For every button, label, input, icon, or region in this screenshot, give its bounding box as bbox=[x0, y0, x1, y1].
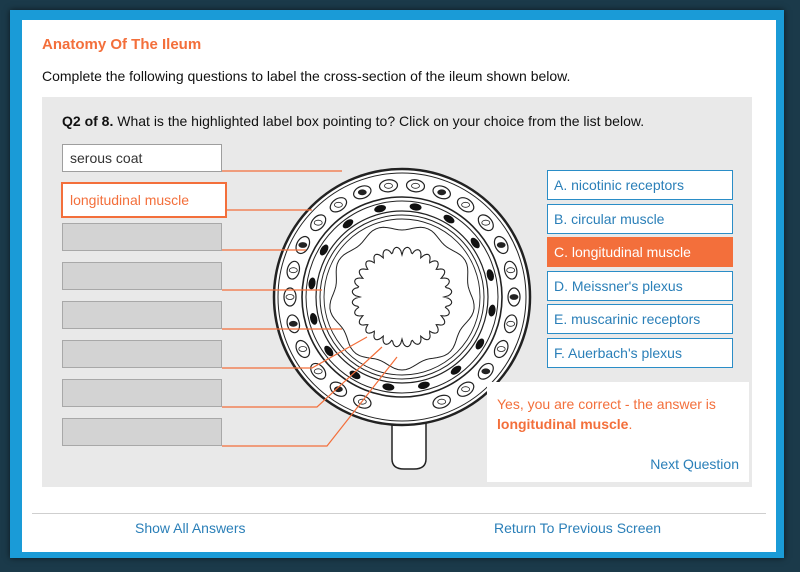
vessel-lumen bbox=[437, 398, 447, 405]
vessel-lumen bbox=[357, 189, 367, 196]
show-all-answers-link[interactable]: Show All Answers bbox=[135, 520, 246, 536]
plexus-dot bbox=[409, 203, 422, 211]
label-box-3[interactable] bbox=[62, 223, 222, 251]
feedback-suffix: . bbox=[628, 416, 633, 432]
plexus-dot bbox=[418, 381, 430, 389]
vessel-lumen bbox=[313, 219, 323, 226]
choice-e[interactable]: E. muscarinic receptors bbox=[547, 304, 733, 334]
label-box-6[interactable] bbox=[62, 340, 222, 368]
plexus-dot bbox=[349, 370, 361, 380]
question-text: Q2 of 8. What is the highlighted label b… bbox=[62, 113, 644, 129]
plexus-dot bbox=[470, 237, 480, 249]
label-box-7[interactable] bbox=[62, 379, 222, 407]
plexus-dot bbox=[488, 304, 496, 317]
question-prompt: What is the highlighted label box pointi… bbox=[117, 113, 645, 129]
plexus-dot bbox=[324, 345, 334, 357]
plexus-dot bbox=[382, 383, 395, 391]
vessel-lumen bbox=[481, 219, 491, 226]
vessel-lumen bbox=[384, 182, 393, 189]
choice-b[interactable]: B. circular muscle bbox=[547, 204, 733, 234]
plexus-dot bbox=[450, 365, 462, 375]
label-box-8[interactable] bbox=[62, 418, 222, 446]
label-box-1[interactable]: serous coat bbox=[62, 144, 222, 172]
circular-muscle-ring bbox=[315, 210, 489, 384]
circular-muscle-inner bbox=[319, 214, 485, 380]
choice-c[interactable]: C. longitudinal muscle bbox=[547, 237, 733, 267]
serous-inner-line bbox=[277, 172, 527, 422]
instructions-text: Complete the following questions to labe… bbox=[42, 68, 571, 84]
feedback-answer: longitudinal muscle bbox=[497, 416, 629, 432]
choice-f[interactable]: F. Auerbach's plexus bbox=[547, 338, 733, 368]
plexus-dot bbox=[342, 219, 354, 229]
footer-divider bbox=[32, 513, 766, 514]
pointer-line-6 bbox=[222, 336, 368, 369]
vessel-lumen bbox=[298, 346, 308, 352]
page-title: Anatomy Of The Ileum bbox=[42, 36, 202, 53]
pointer-line-8 bbox=[222, 356, 398, 447]
choice-d[interactable]: D. Meissner's plexus bbox=[547, 271, 733, 301]
plexus-dot bbox=[475, 338, 485, 350]
vessel-lumen bbox=[481, 368, 491, 375]
vessel-lumen bbox=[333, 201, 343, 208]
vessel-lumen bbox=[437, 189, 447, 196]
vessel-lumen bbox=[496, 242, 506, 248]
villi-outline bbox=[351, 246, 453, 348]
submucosa-ring bbox=[323, 218, 481, 376]
plexus-dot bbox=[319, 244, 329, 256]
feedback-box: Yes, you are correct - the answer is lon… bbox=[487, 382, 749, 482]
vessel-lumen bbox=[411, 182, 420, 189]
next-question-link[interactable]: Next Question bbox=[650, 456, 739, 472]
longitudinal-muscle-inner bbox=[305, 200, 499, 394]
plexus-dot bbox=[374, 205, 386, 213]
vessel-lumen bbox=[461, 386, 471, 393]
vessel-lumen bbox=[506, 267, 516, 274]
plexus-dot bbox=[486, 269, 494, 281]
return-previous-screen-link[interactable]: Return To Previous Screen bbox=[494, 520, 662, 536]
question-number: Q2 of 8. bbox=[62, 113, 114, 129]
pointer-lines bbox=[222, 170, 398, 447]
label-box-5[interactable] bbox=[62, 301, 222, 329]
vessel-lumen bbox=[288, 320, 298, 327]
blood-vessels bbox=[283, 179, 521, 409]
quiz-area: Q2 of 8. What is the highlighted label b… bbox=[42, 97, 752, 487]
feedback-message: Yes, you are correct - the answer is bbox=[497, 396, 716, 412]
label-box-2[interactable]: longitudinal muscle bbox=[61, 182, 227, 218]
vessel-lumen bbox=[496, 346, 506, 352]
vessel-lumen bbox=[298, 242, 308, 248]
choice-a[interactable]: A. nicotinic receptors bbox=[547, 170, 733, 200]
vessel-lumen bbox=[506, 320, 516, 327]
vessel-lumen bbox=[313, 368, 323, 375]
auerbach-plexus-dots bbox=[308, 203, 496, 391]
longitudinal-muscle-ring bbox=[301, 196, 503, 398]
ileum-cross-section-diagram bbox=[222, 167, 532, 470]
plexus-dot bbox=[308, 277, 316, 290]
plexus-dot bbox=[310, 313, 318, 325]
vessel-lumen bbox=[285, 294, 295, 300]
vessel-lumen bbox=[509, 294, 519, 300]
pointer-line-7 bbox=[222, 346, 383, 408]
feedback-text: Yes, you are correct - the answer is lon… bbox=[497, 394, 741, 434]
vessel-lumen bbox=[461, 201, 471, 208]
plexus-dot bbox=[443, 214, 455, 224]
vessel-lumen bbox=[288, 267, 298, 274]
label-box-4[interactable] bbox=[62, 262, 222, 290]
lesson-panel: Anatomy Of The Ileum Complete the follow… bbox=[22, 20, 776, 552]
